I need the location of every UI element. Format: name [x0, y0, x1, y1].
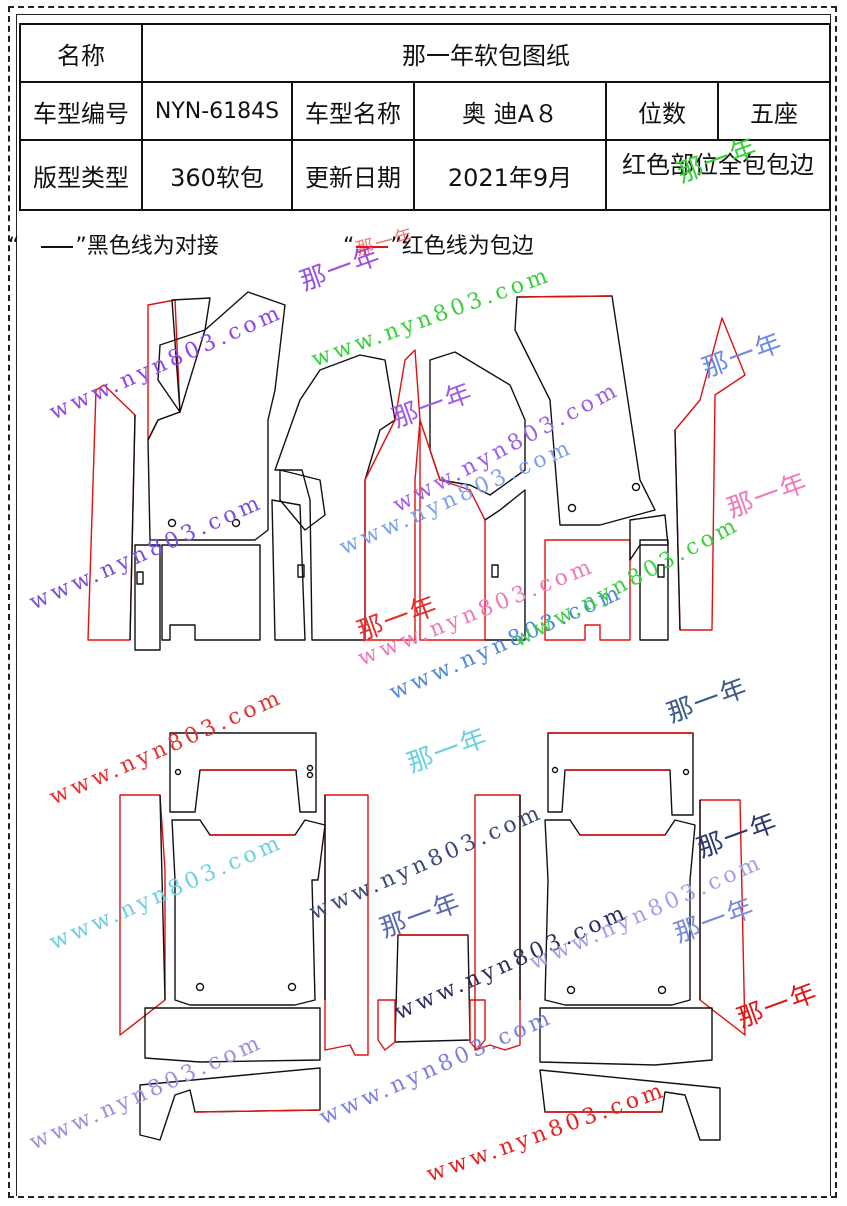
legend-black: “ ”黑色线为对接 — [8, 228, 219, 260]
mount-hole — [566, 985, 576, 995]
mount-hole — [195, 982, 205, 992]
pattern-piece — [544, 539, 631, 641]
pattern-piece — [169, 732, 317, 813]
pattern-piece — [429, 351, 526, 496]
black-line-swatch — [41, 246, 74, 248]
update-label: 更新日期 — [291, 139, 415, 211]
position-label: 位数 — [605, 81, 719, 141]
pattern-piece — [364, 349, 421, 641]
name-value: 那一年软包图纸 — [141, 23, 831, 83]
pattern-piece — [639, 539, 669, 641]
pattern-piece — [699, 799, 746, 1036]
pattern-piece — [147, 299, 181, 441]
mount-hole — [231, 518, 241, 528]
pattern-piece — [629, 514, 669, 561]
pattern-piece — [279, 469, 326, 531]
pattern-piece — [324, 794, 369, 1056]
lower-pattern-group — [119, 732, 746, 1141]
model-name-value: 奥 迪A８ — [413, 81, 607, 141]
pattern-piece — [271, 499, 306, 641]
mount-hole — [657, 985, 667, 995]
mount-hole — [567, 503, 577, 513]
pattern-piece — [519, 295, 613, 298]
pattern-piece — [539, 1007, 713, 1066]
mount-hole — [287, 982, 297, 992]
pattern-piece — [134, 544, 161, 651]
model-no-label: 车型编号 — [19, 81, 143, 141]
pattern-piece — [171, 819, 326, 1006]
pattern-piece — [87, 384, 136, 641]
legend-red: “ ”红色线为包边 — [343, 228, 534, 260]
inner-border — [16, 14, 831, 1196]
dashed-border — [8, 6, 837, 1198]
legend-red-text: ”红色线为包边 — [390, 234, 534, 259]
model-name-label: 车型名称 — [291, 81, 415, 141]
type-label: 版型类型 — [19, 139, 143, 211]
pattern-piece — [514, 295, 656, 526]
spec-table: 名称 那一年软包图纸 车型编号 NYN-6184S 车型名称 奥 迪A８ 位数 … — [19, 23, 831, 211]
mount-hole — [167, 518, 177, 528]
red-note: 红色部位全包包边 — [605, 139, 831, 211]
update-value: 2021年9月 — [413, 139, 607, 211]
pattern-piece — [274, 354, 396, 641]
pattern-piece — [539, 1069, 721, 1141]
pattern-piece — [147, 291, 286, 541]
upper-pattern-group — [87, 291, 746, 651]
pattern-piece — [157, 297, 211, 413]
mount-hole — [631, 482, 641, 492]
red-line-swatch — [356, 246, 389, 248]
pattern-piece — [547, 732, 694, 816]
name-label: 名称 — [19, 23, 143, 83]
position-value: 五座 — [717, 81, 831, 141]
type-value: 360软包 — [141, 139, 293, 211]
model-no-value: NYN-6184S — [141, 81, 293, 141]
legend-red-open-quote: “ — [343, 234, 355, 259]
pattern-piece — [419, 419, 486, 641]
legend-black-text: ”黑色线为对接 — [75, 234, 219, 259]
pattern-piece — [544, 819, 696, 1006]
pattern-piece — [394, 934, 471, 1043]
legend-black-open-quote: “ — [8, 234, 20, 259]
pattern-piece — [474, 794, 521, 1051]
pattern-piece — [139, 1067, 321, 1141]
pattern-piece — [144, 1007, 321, 1063]
pattern-piece — [119, 794, 166, 1036]
pattern-piece — [161, 544, 261, 641]
pattern-piece — [674, 317, 746, 631]
